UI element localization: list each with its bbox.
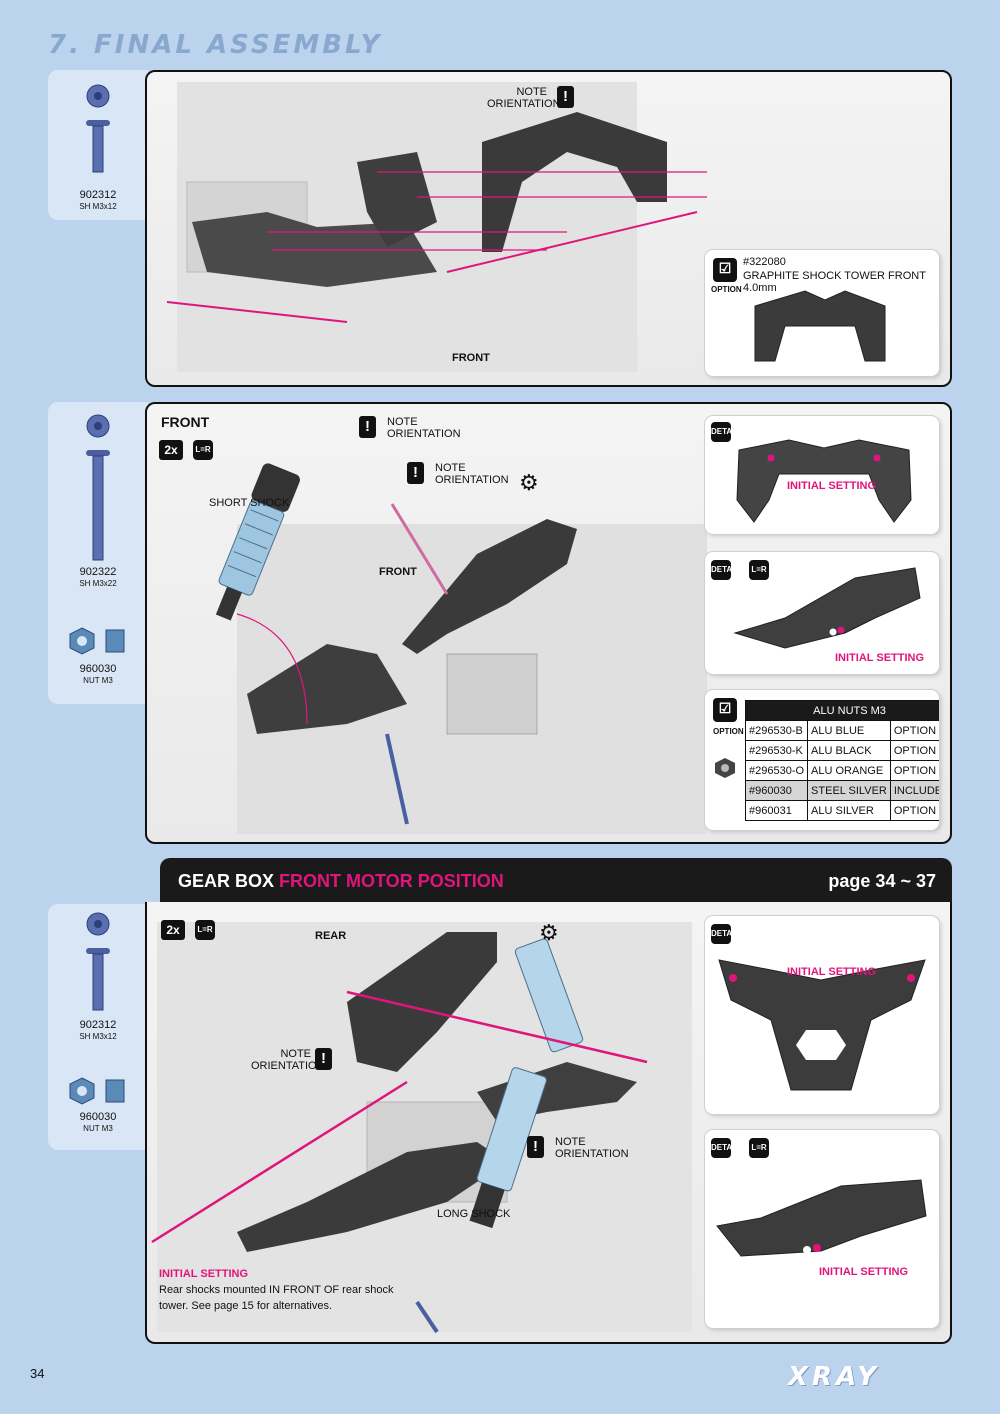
section-band: GEAR BOX FRONT MOTOR POSITION page 34 ~ …	[160, 858, 952, 904]
step3-panel: 2x L=R REAR ⚙ NOTE ORIENTATION ! ! NOTE …	[145, 902, 952, 1344]
thumbs-up-icon: ☑	[713, 258, 737, 282]
detail-magnifier-icon: DETAIL	[711, 422, 739, 442]
note-exclamation-icon: !	[527, 1136, 544, 1158]
graphite-shock-tower-image	[754, 290, 886, 362]
initial-setting-label: INITIAL SETTING	[159, 1268, 249, 1280]
table-title: ALU NUTS M3	[744, 700, 939, 721]
brand-logo: XRAY	[788, 1362, 881, 1392]
initial-setting-label: INITIAL SETTING	[787, 966, 877, 978]
orientation-label: ORIENTATION	[435, 474, 509, 486]
note-label: NOTE	[387, 416, 418, 428]
screw-icon	[86, 414, 110, 561]
gear-check-icon: ⚙	[519, 470, 539, 495]
detail-magnifier-icon: DETAIL	[711, 560, 739, 580]
option-box-shock-tower: ☑ OPTION #322080 GRAPHITE SHOCK TOWER FR…	[705, 250, 939, 376]
left-right-icon: L=R	[749, 560, 769, 580]
detail-box-rear-arm: DETAIL L=R INITIAL SETTING	[705, 1130, 939, 1328]
orientation-label: ORIENTATION	[555, 1148, 629, 1160]
qty-2x-badge: 2x	[161, 920, 185, 940]
rear-label: REAR	[315, 930, 347, 942]
note-label: NOTE	[435, 462, 466, 474]
front-label: FRONT	[379, 566, 417, 578]
detail-magnifier-icon: DETAIL	[711, 1138, 739, 1158]
detail-magnifier-icon: DETAIL	[711, 924, 739, 944]
option-part-number: #322080	[743, 256, 786, 268]
rear-arm-detail-image	[716, 1179, 927, 1257]
qty-2x-badge: 2x	[159, 440, 183, 460]
chassis-illustration	[166, 82, 707, 372]
note-label: NOTE	[280, 1048, 311, 1060]
option-label: OPTION	[713, 727, 744, 736]
note-exclamation-icon: !	[315, 1048, 332, 1070]
initial-setting-label: INITIAL SETTING	[835, 652, 925, 664]
step1-panel: NOTE ORIENTATION ! FRONT ☑ OPTION #32208…	[145, 70, 952, 387]
thumbs-up-icon: ☑	[713, 698, 737, 722]
gear-box-label: GEAR BOX	[178, 871, 275, 891]
step2-heading: FRONT	[161, 414, 210, 430]
page-title: 7. FINAL ASSEMBLY	[48, 30, 383, 60]
option-part-name: GRAPHITE SHOCK TOWER FRONT 4.0mm	[743, 270, 926, 294]
screw-icon	[86, 912, 110, 1011]
step2-panel: FRONT 2x L=R SHORT SHOCK ! NOTE ORIENTAT…	[145, 402, 952, 844]
note-exclamation-icon: !	[407, 462, 424, 484]
long-shock-label: LONG SHOCK	[437, 1208, 511, 1220]
page-number: 34	[30, 1366, 45, 1381]
note-label: NOTE	[516, 86, 547, 98]
left-right-icon: L=R	[193, 440, 213, 460]
screw-icon	[86, 84, 110, 173]
note-exclamation-icon: !	[557, 86, 574, 108]
front-label: FRONT	[452, 352, 490, 364]
rear-shock-illustration	[151, 922, 692, 1334]
left-right-icon: L=R	[749, 1138, 769, 1158]
left-right-icon: L=R	[195, 920, 215, 940]
rear-tower-detail-image	[718, 959, 926, 1091]
initial-setting-label: INITIAL SETTING	[819, 1266, 909, 1278]
detail-box-front-arm: DETAIL L=R INITIAL SETTING	[705, 552, 939, 674]
front-tower-detail-image	[736, 439, 912, 523]
front-arm-detail-image	[733, 567, 921, 649]
option-label: OPTION	[711, 285, 742, 294]
caption-line-2: tower. See page 15 for alternatives.	[159, 1300, 333, 1312]
initial-setting-label: INITIAL SETTING	[787, 480, 877, 492]
short-shock-label: SHORT SHOCK	[209, 497, 290, 509]
caption-line-1: Rear shocks mounted IN FRONT OF rear sho…	[159, 1284, 394, 1296]
front-shock-illustration	[215, 463, 707, 834]
note-exclamation-icon: !	[359, 416, 376, 438]
detail-box-front-tower: DETAIL INITIAL SETTING	[705, 416, 939, 534]
note-label: NOTE	[555, 1136, 586, 1148]
gear-check-icon: ⚙	[539, 920, 559, 945]
front-motor-position-label: FRONT MOTOR POSITION	[279, 871, 504, 891]
orientation-label: ORIENTATION	[487, 98, 561, 110]
alu-nut-icon	[715, 758, 735, 778]
orientation-label: ORIENTATION	[387, 428, 461, 440]
nut-icon	[69, 1077, 125, 1105]
nut-icon	[69, 627, 125, 655]
orientation-label: ORIENTATION	[251, 1060, 325, 1072]
page-range-label: page 34 ~ 37	[828, 871, 936, 891]
detail-box-rear-tower: DETAIL INITIAL SETTING	[705, 916, 939, 1114]
